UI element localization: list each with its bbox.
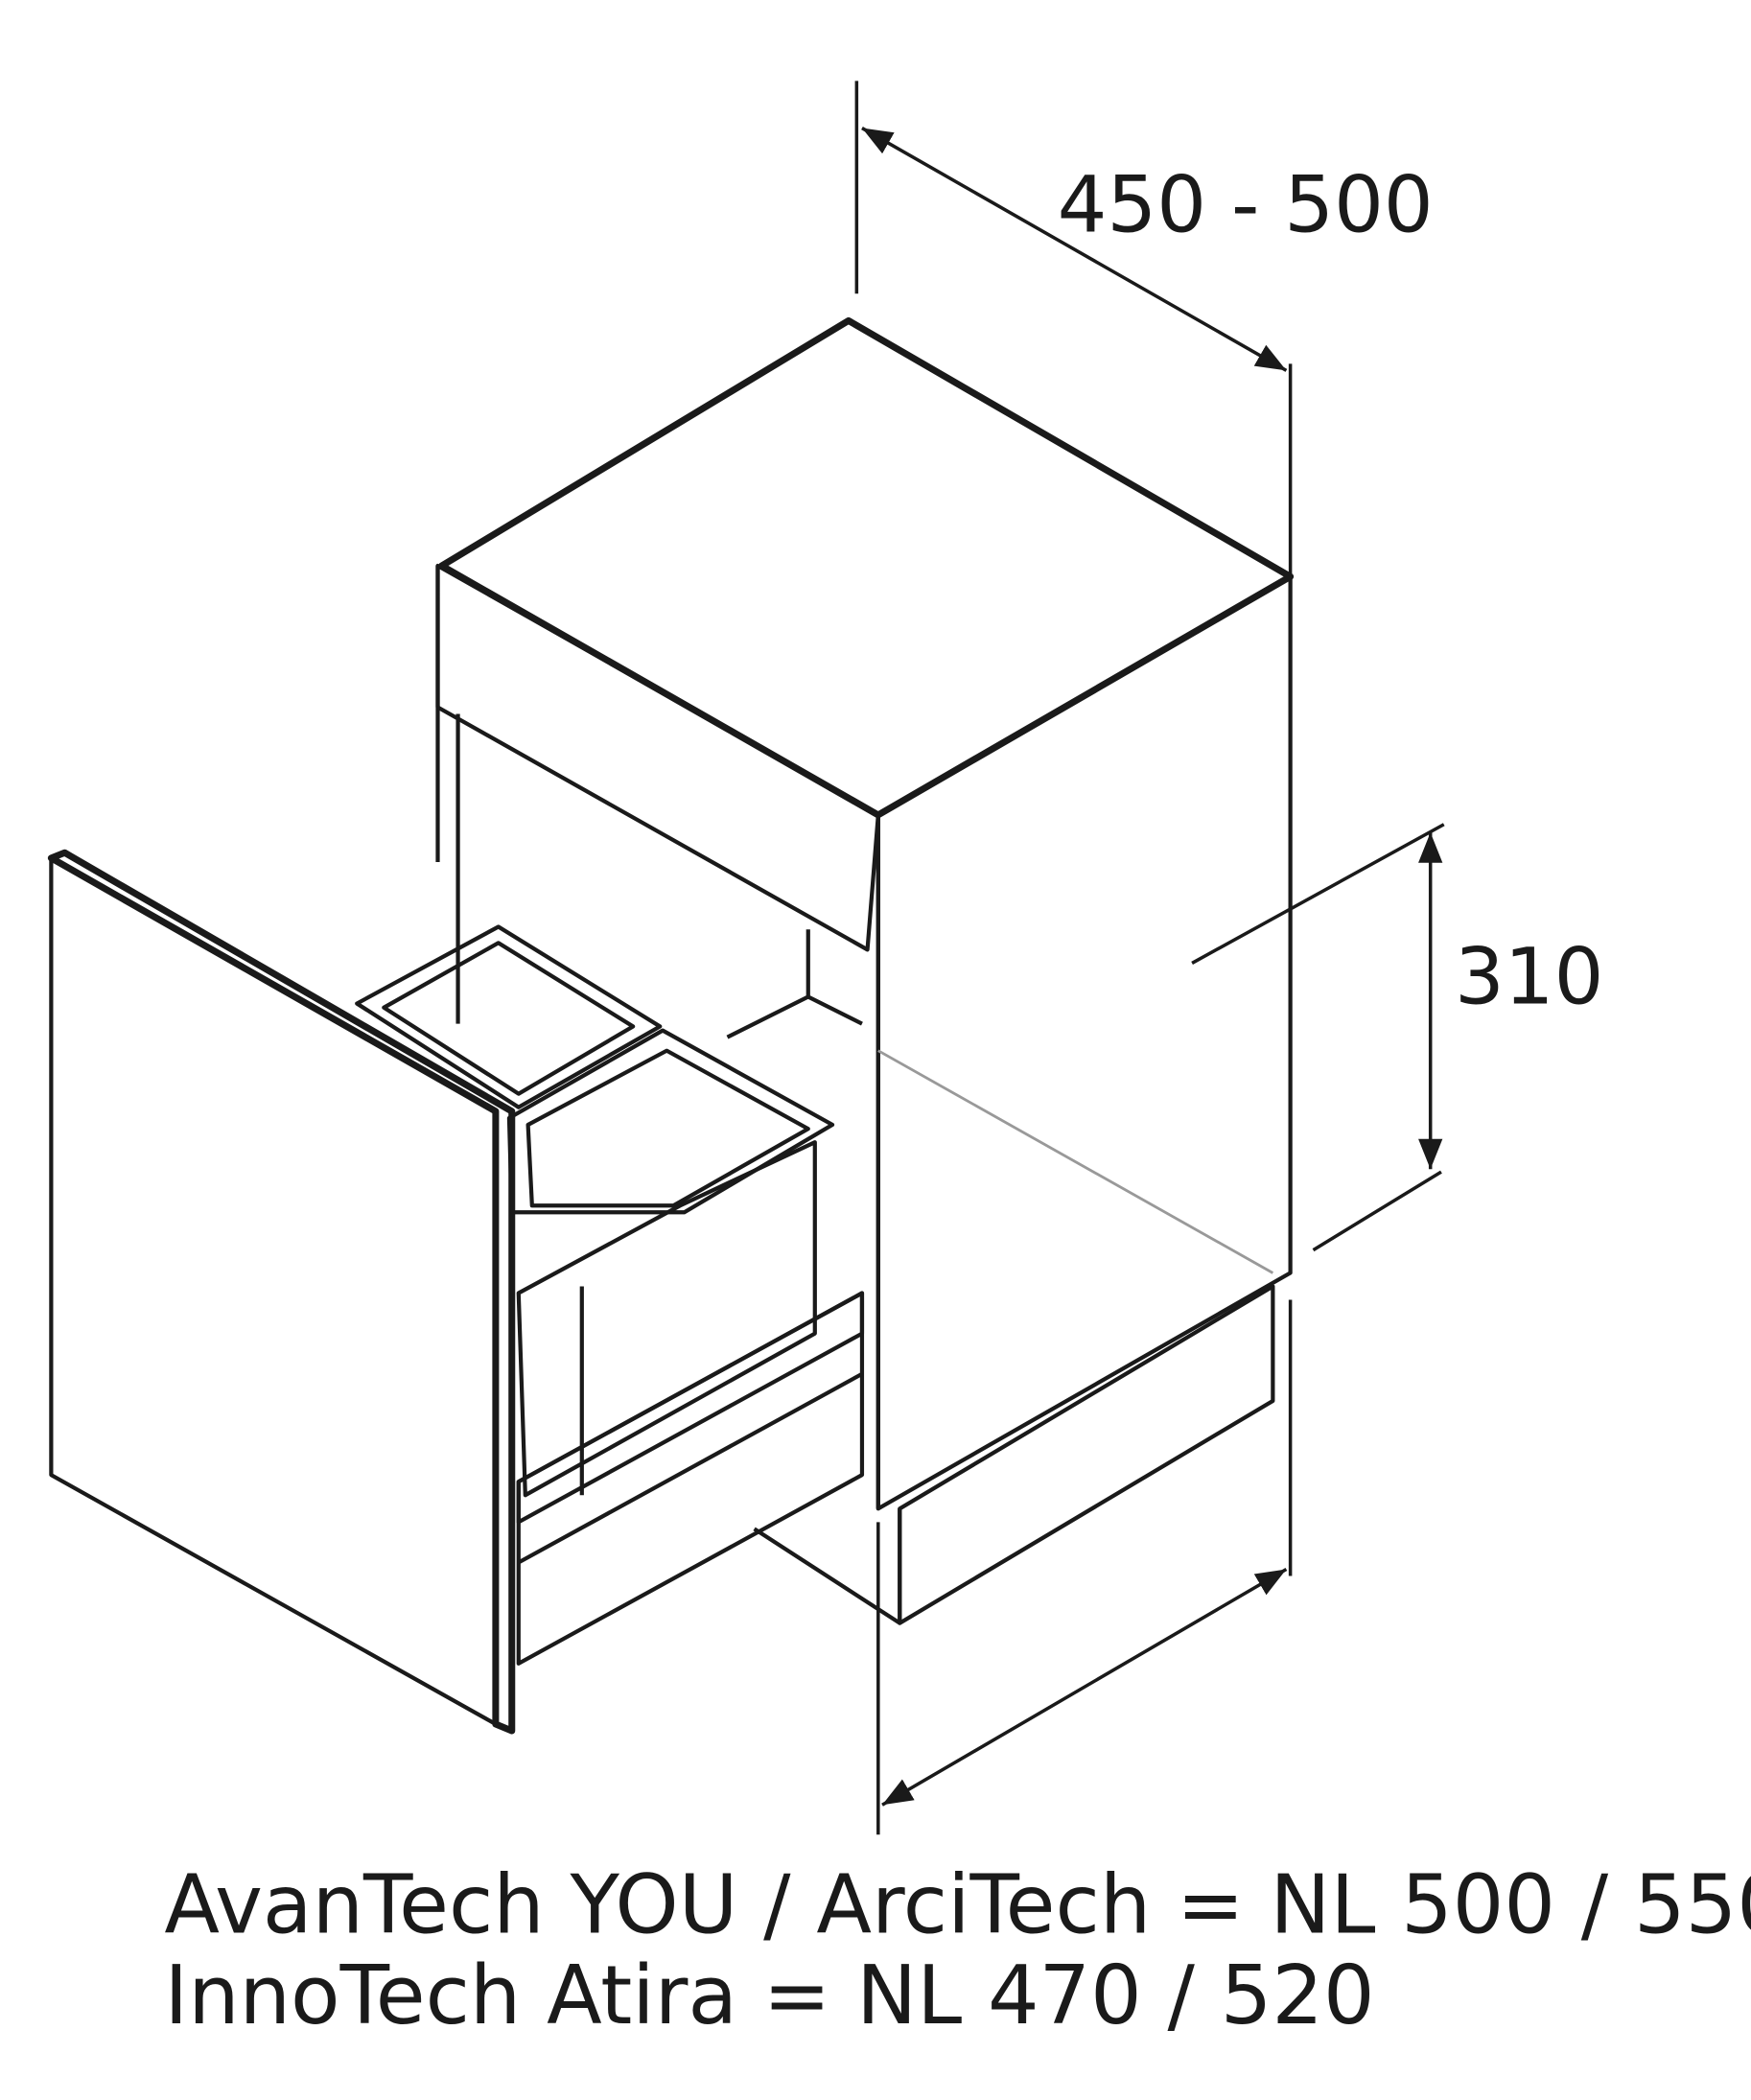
- cabinet-side: [876, 574, 1293, 1511]
- plinth: [898, 1284, 1275, 1625]
- depth-label: 450 - 500: [1058, 160, 1434, 251]
- drawer: [355, 924, 865, 1666]
- bin-back: [355, 924, 663, 1109]
- drawer-side: [516, 1291, 865, 1666]
- front-panel: [47, 849, 516, 1735]
- top-rail: [435, 563, 880, 952]
- caption-line-2: InnoTech Atira = NL 470 / 520: [164, 1948, 1374, 2042]
- cabinet-top: [438, 316, 1295, 819]
- caption-line-1: AvanTech YOU / ArciTech = NL 500 / 550: [164, 1858, 1751, 1952]
- inner-floor-edge: [877, 1049, 1274, 1274]
- bin-front: [516, 1140, 817, 1498]
- length-dimension: [876, 1299, 1293, 1835]
- height-dimension: 310: [1191, 823, 1603, 1252]
- height-label: 310: [1455, 932, 1603, 1023]
- depth-dimension: 450 - 500: [854, 81, 1434, 577]
- bin-front-lid: [506, 1028, 835, 1215]
